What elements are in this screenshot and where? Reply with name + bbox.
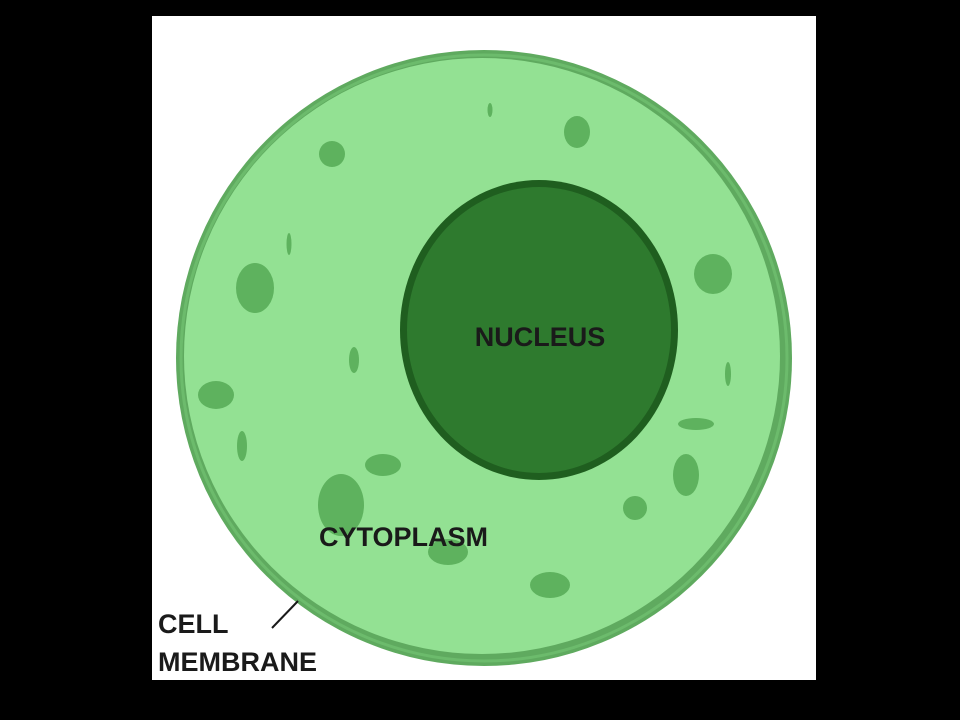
membrane-leader-line (271, 600, 299, 629)
nucleus (407, 187, 671, 473)
organelle (564, 116, 590, 148)
organelle (198, 381, 234, 409)
cell-membrane-label-line2: MEMBRANE (158, 647, 317, 677)
cell-diagram: NUCLEUS CYTOPLASM CELL MEMBRANE (158, 50, 792, 677)
organelle (673, 454, 699, 496)
diagram-panel: NUCLEUS CYTOPLASM CELL MEMBRANE (152, 16, 816, 680)
organelle (319, 141, 345, 167)
membrane-highlight (179, 53, 789, 663)
organelle (349, 347, 359, 373)
cell-membrane-label-line1: CELL (158, 609, 229, 639)
organelle (237, 431, 247, 461)
organelle (694, 254, 732, 294)
nucleus-label: NUCLEUS (475, 322, 606, 352)
organelle (725, 362, 731, 386)
cytoplasm-label: CYTOPLASM (319, 522, 488, 552)
organelle (487, 103, 493, 117)
organelles (198, 103, 732, 598)
organelle (236, 263, 274, 313)
organelle (428, 539, 468, 565)
organelle (623, 496, 647, 520)
organelle (318, 474, 364, 536)
organelle (365, 454, 401, 476)
organelle (286, 233, 292, 255)
organelle (530, 572, 570, 598)
organelle (678, 418, 714, 430)
